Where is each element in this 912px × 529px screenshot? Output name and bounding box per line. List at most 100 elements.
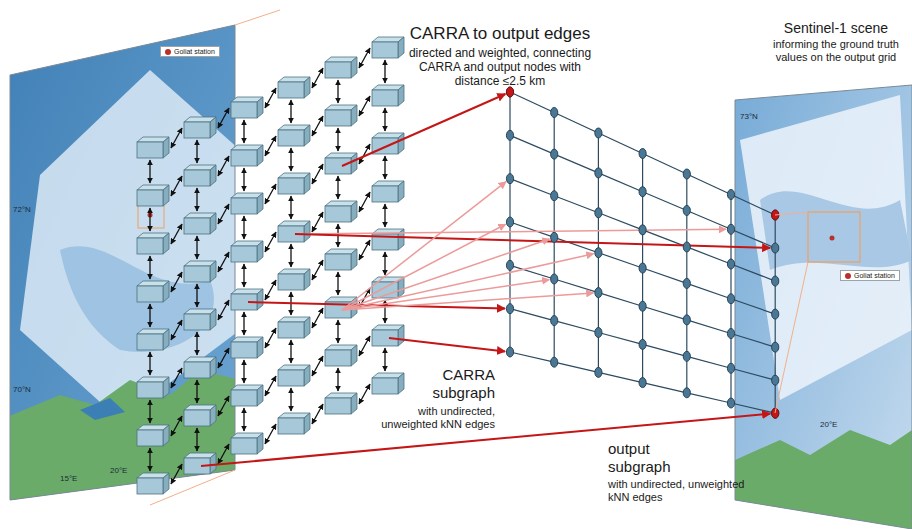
knn-edge <box>642 268 643 306</box>
cuboid-side <box>210 309 216 330</box>
cuboid-side <box>398 37 404 58</box>
cuboid-side <box>351 105 357 126</box>
output-node <box>727 398 734 408</box>
cuboid-front <box>137 430 163 446</box>
knn-edge <box>509 309 510 352</box>
carra-cuboid <box>231 97 263 118</box>
output-node <box>551 232 558 242</box>
fjord <box>80 398 125 420</box>
output-node <box>683 205 690 215</box>
cuboid-side <box>210 405 216 426</box>
knn-edge <box>384 204 385 227</box>
carra-cuboid <box>137 329 169 350</box>
output-node <box>506 130 513 140</box>
cuboid-side <box>304 221 310 242</box>
knn-edge <box>149 304 150 327</box>
output-node <box>595 288 602 298</box>
cuboid-front <box>137 286 163 302</box>
knn-edge <box>171 464 182 484</box>
carra-cuboid <box>278 77 310 98</box>
cuboid-front <box>325 110 351 126</box>
knn-edge <box>171 176 182 196</box>
knn-edge <box>243 360 244 383</box>
knn-edge <box>312 308 323 328</box>
knn-edge <box>731 368 775 380</box>
knn-edge <box>554 237 555 279</box>
carra-cuboid <box>137 185 169 206</box>
knn-edge <box>554 154 555 196</box>
cuboid-front <box>184 170 210 186</box>
legend-swatch <box>845 273 851 279</box>
knn-edge <box>554 279 598 293</box>
carra-cuboid <box>325 153 357 174</box>
output-node <box>595 248 602 258</box>
knn-edge <box>731 299 775 314</box>
knn-edge <box>149 352 150 375</box>
carra-cuboid <box>278 125 310 146</box>
longitude-label: 15°E <box>60 474 90 483</box>
output-knn-edges <box>510 92 775 413</box>
cuboid-side <box>210 117 216 138</box>
output-node <box>595 208 602 218</box>
knn-edge <box>243 216 244 239</box>
carra-cuboid <box>184 213 216 234</box>
knn-edge <box>598 293 642 307</box>
output-node <box>639 149 646 159</box>
knn-edge <box>265 88 276 108</box>
knn-edge <box>218 156 229 176</box>
knn-edge <box>642 306 643 344</box>
knn-edge <box>687 356 731 368</box>
carra-cuboid <box>231 433 263 454</box>
carra-cuboid <box>325 105 357 126</box>
cuboid-side <box>257 385 263 406</box>
projection-line <box>775 212 808 215</box>
cuboid-side <box>210 165 216 186</box>
knn-edge <box>598 173 642 192</box>
knn-edge <box>312 260 323 280</box>
knn-edge <box>337 128 338 151</box>
knn-edge <box>686 320 687 356</box>
cuboid-side <box>351 201 357 222</box>
output-node <box>595 367 602 377</box>
latitude-label: 73°N <box>740 112 770 121</box>
knn-edge <box>337 320 338 343</box>
cuboid-side <box>304 77 310 98</box>
knn-edge <box>598 133 642 154</box>
station-dot <box>830 236 835 241</box>
cuboid-front <box>325 62 351 78</box>
carra-cuboid <box>137 281 169 302</box>
knn-edge <box>384 60 385 83</box>
knn-edge <box>554 113 555 155</box>
knn-edge <box>218 204 229 224</box>
carra-cuboid <box>325 57 357 78</box>
carra-cuboid <box>137 377 169 398</box>
knn-edge <box>196 188 197 211</box>
carra-cuboid <box>231 145 263 166</box>
knn-edge <box>554 279 555 321</box>
knn-edge <box>312 356 323 376</box>
output-node <box>772 408 779 418</box>
cuboid-side <box>257 193 263 214</box>
knn-edge <box>149 208 150 231</box>
subgraph-description: with undirected, unweighted kNN edges <box>608 478 748 504</box>
knn-edge <box>290 340 291 363</box>
cuboid-front <box>325 158 351 174</box>
edge-set-title: CARRA to output edges <box>400 24 600 44</box>
map-legend: Goliat station <box>160 46 220 57</box>
output-node <box>727 363 734 373</box>
knn-edge <box>243 264 244 287</box>
knn-edge <box>171 416 182 436</box>
weighted-edge-faint <box>342 293 593 310</box>
carra-cuboid <box>231 337 263 358</box>
cuboid-side <box>257 337 263 358</box>
knn-edge <box>243 312 244 335</box>
map-legend: Goliat station <box>840 270 900 281</box>
weighted-edge <box>389 338 505 351</box>
output-node <box>506 217 513 227</box>
output-node <box>551 191 558 201</box>
cuboid-side <box>304 413 310 434</box>
cuboid-side <box>163 233 169 254</box>
projection-line <box>235 10 280 25</box>
knn-edge <box>687 283 731 298</box>
cuboid-side <box>163 425 169 446</box>
